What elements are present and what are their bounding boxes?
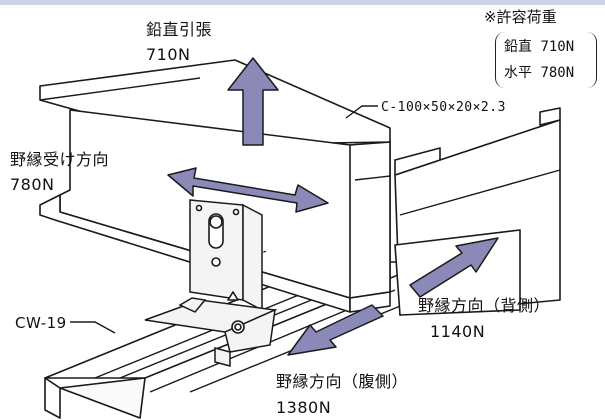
allowable-load-row-vertical: 鉛直 710N (504, 36, 574, 56)
back-direction-label: 野縁方向（背側） (418, 296, 551, 315)
allowable-load-box: ※許容荷重 鉛直 710N 水平 780N (484, 8, 600, 92)
arrow-back-direction (409, 237, 499, 298)
channel-spec-label: C-100×50×20×2.3 (381, 100, 506, 115)
c-channel (39, 59, 391, 313)
back-channel (394, 107, 561, 316)
top-border (0, 0, 605, 5)
bracket-base (144, 291, 278, 367)
allowable-load-row-horizontal: 水平 780N (504, 62, 574, 82)
allowable-load-row-value: 710N (540, 39, 575, 55)
allowable-load-row-label: 水平 (504, 65, 532, 81)
leader-channel-spec (345, 105, 378, 119)
bracket-plate (189, 199, 263, 312)
vertical-tension-label: 鉛直引張 (146, 20, 213, 39)
stud-label: CW-19 (15, 314, 67, 332)
receiver-direction-label: 野縁受け方向 (10, 150, 110, 169)
allowable-load-row-label: 鉛直 (504, 39, 532, 55)
back-direction-value: 1140N (430, 322, 486, 341)
allowable-load-row-value: 780N (540, 65, 575, 81)
allowable-load-heading: ※許容荷重 (484, 8, 557, 26)
leader-stud (70, 321, 116, 334)
arrow-vertical-tension (227, 57, 279, 146)
arrow-receiver-direction (167, 167, 329, 213)
arrow-belly-direction (287, 304, 384, 356)
belly-direction-value: 1380N (276, 398, 332, 417)
belly-direction-label: 野縁方向（腹側） (276, 372, 409, 391)
vertical-tension-value: 710N (146, 45, 191, 64)
allowable-load-bracket: 鉛直 710N 水平 780N (495, 32, 597, 88)
receiver-direction-value: 780N (10, 175, 55, 194)
